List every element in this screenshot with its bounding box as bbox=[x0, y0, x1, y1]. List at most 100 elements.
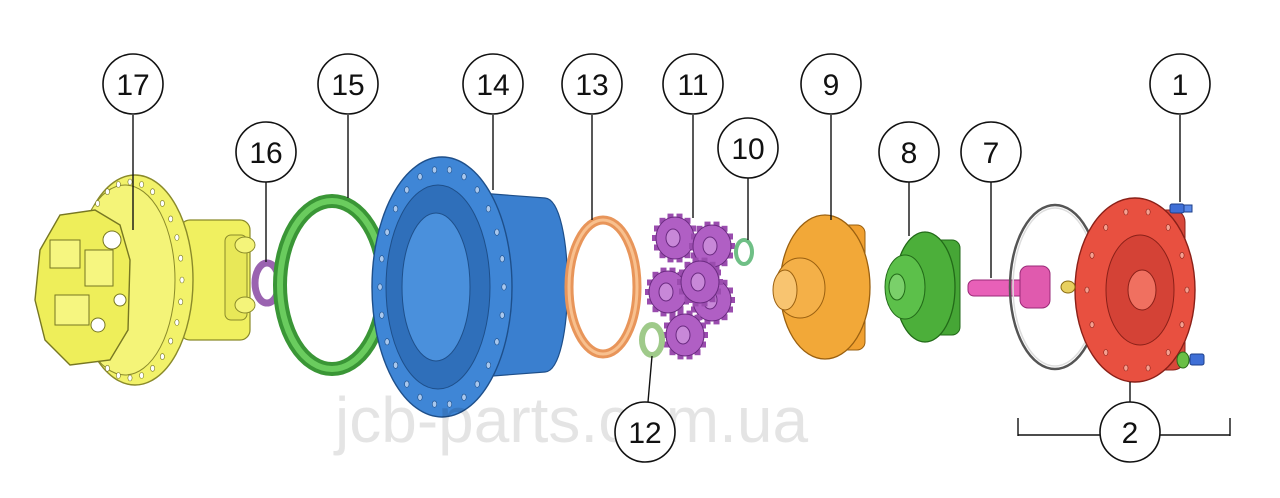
bolt-hole bbox=[379, 311, 385, 319]
bolt-hole bbox=[1165, 224, 1171, 231]
part-11-planet-gears bbox=[645, 213, 735, 360]
bolt-hole bbox=[485, 361, 491, 369]
bolt-hole bbox=[393, 205, 399, 213]
part-7-shaft bbox=[967, 265, 1051, 309]
bolt-hole bbox=[393, 361, 399, 369]
callout-10-label: 10 bbox=[731, 133, 764, 166]
part-15-ring bbox=[273, 194, 391, 376]
callout-9-label: 9 bbox=[823, 69, 840, 102]
callout-16-label: 16 bbox=[249, 137, 282, 170]
callout-15: 15 bbox=[317, 53, 379, 198]
bolt-hole bbox=[474, 186, 480, 194]
bolt-hole bbox=[159, 353, 165, 360]
callout-13-label: 13 bbox=[575, 69, 608, 102]
bolt-hole bbox=[1165, 349, 1171, 356]
bolt-hole bbox=[404, 380, 410, 388]
bolt-hole bbox=[461, 393, 467, 401]
callout-2: 2 bbox=[1099, 382, 1161, 463]
callout-2-label: 2 bbox=[1122, 417, 1139, 450]
bolt-hole bbox=[1145, 208, 1151, 216]
bolt-hole bbox=[174, 319, 180, 326]
bolt-hole bbox=[116, 181, 121, 188]
callout-1: 1 bbox=[1149, 53, 1211, 202]
part-14-hub bbox=[371, 156, 569, 418]
bolt-hole bbox=[127, 178, 133, 186]
cover-bolt-holes bbox=[1084, 208, 1190, 372]
bolt-hole bbox=[1179, 321, 1185, 329]
part-8-carrier bbox=[884, 231, 961, 343]
callout-12-label: 12 bbox=[628, 417, 661, 450]
bolt-hole bbox=[1123, 208, 1129, 216]
part-9-carrier bbox=[772, 214, 871, 360]
bolt-hole bbox=[499, 255, 505, 263]
bolt-hole bbox=[139, 372, 144, 379]
bolt-hole bbox=[1089, 321, 1095, 329]
bolt-hole bbox=[179, 276, 185, 284]
bolt-hole bbox=[485, 205, 491, 213]
hub-bolt-holes bbox=[377, 166, 507, 408]
bolt-hole bbox=[150, 364, 155, 372]
bolt-hole bbox=[168, 215, 174, 223]
bolt-hole bbox=[499, 311, 505, 319]
bolt-hole bbox=[431, 166, 438, 174]
callout-17-label: 17 bbox=[116, 69, 149, 102]
bolt-hole bbox=[404, 186, 410, 194]
part-1-bolts bbox=[1169, 203, 1205, 369]
bolt-hole bbox=[417, 393, 423, 401]
callout-17: 17 bbox=[102, 53, 164, 230]
bolt-hole bbox=[431, 400, 438, 408]
bolt-hole bbox=[1084, 286, 1090, 294]
callout-7: 7 bbox=[960, 121, 1022, 278]
bolt-hole bbox=[461, 173, 467, 181]
callout-16: 16 bbox=[235, 121, 297, 262]
bolt-hole bbox=[1103, 224, 1109, 231]
bolt-hole bbox=[1103, 349, 1109, 356]
bolt-hole bbox=[139, 181, 144, 188]
bolt-hole bbox=[1123, 364, 1129, 372]
bolt-hole bbox=[178, 254, 184, 262]
callout-15-label: 15 bbox=[331, 69, 364, 102]
bolt-hole bbox=[446, 400, 453, 408]
bolt-hole bbox=[384, 338, 390, 346]
callout-11-label: 11 bbox=[677, 69, 708, 102]
callout-7-label: 7 bbox=[983, 137, 1000, 170]
callout-8-label: 8 bbox=[901, 137, 918, 170]
part-2-bracket bbox=[1017, 418, 1231, 436]
callout-12: 12 bbox=[614, 355, 676, 463]
bolt-hole bbox=[95, 200, 100, 207]
callout-14-label: 14 bbox=[476, 69, 509, 102]
bolt-hole bbox=[377, 283, 383, 291]
bolt-hole bbox=[417, 173, 423, 181]
callout-10: 10 bbox=[717, 117, 779, 240]
bolt-hole bbox=[116, 372, 121, 379]
callout-14: 14 bbox=[462, 53, 524, 190]
callout-8: 8 bbox=[878, 121, 940, 236]
bolt-hole bbox=[494, 228, 500, 236]
part-2-cover bbox=[1060, 197, 1196, 383]
bolt-hole bbox=[501, 283, 507, 291]
planet-gear bbox=[662, 310, 708, 360]
bolt-hole bbox=[1145, 364, 1151, 372]
callout-11: 11 bbox=[662, 53, 724, 218]
bolt-hole bbox=[105, 188, 110, 195]
bolt-hole bbox=[446, 166, 453, 174]
part-13-shim bbox=[564, 215, 642, 359]
watermark-text: jcb-parts.com.ua bbox=[333, 384, 808, 456]
part-10-ring bbox=[734, 238, 754, 266]
bolt-hole bbox=[384, 228, 390, 236]
bolt-hole bbox=[150, 188, 155, 195]
bolt-hole bbox=[159, 200, 165, 207]
callout-1-label: 1 bbox=[1172, 69, 1189, 102]
callout-13: 13 bbox=[561, 53, 623, 220]
planet-gear bbox=[652, 213, 698, 263]
bolt-hole bbox=[1089, 252, 1095, 259]
bolt-hole bbox=[174, 234, 180, 241]
bolt-hole bbox=[178, 298, 184, 306]
bolt-hole bbox=[379, 255, 385, 263]
planet-gear bbox=[677, 257, 723, 307]
bolt-hole bbox=[168, 337, 174, 345]
part-12-washer bbox=[639, 322, 665, 358]
bolt-hole bbox=[105, 364, 110, 372]
part-17-motor bbox=[34, 174, 256, 386]
